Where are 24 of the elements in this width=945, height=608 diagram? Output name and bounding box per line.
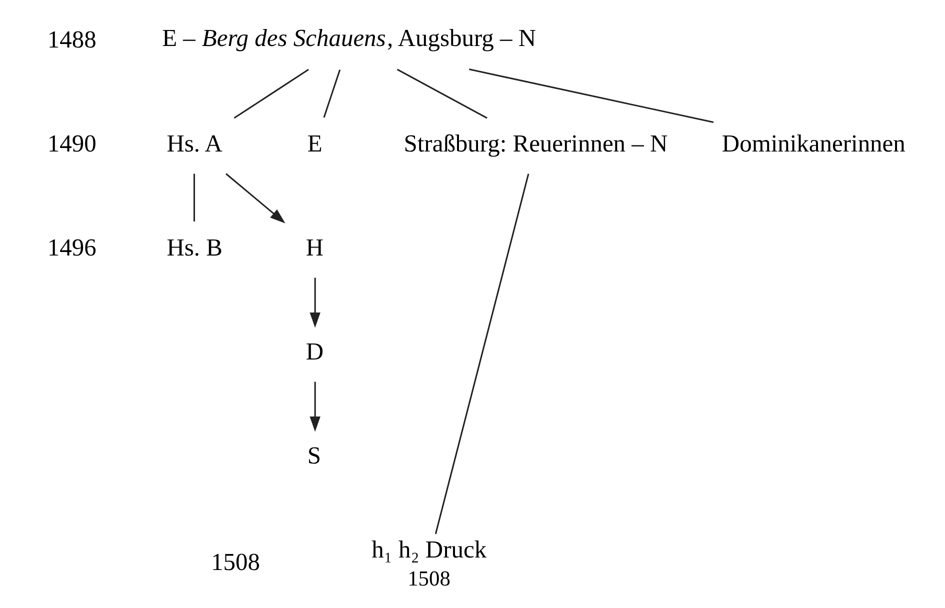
node-text: Hs. B	[166, 234, 222, 262]
label: 1490	[46, 130, 96, 158]
node-text: E	[306, 130, 322, 158]
node-text: H	[305, 234, 324, 262]
connector	[396, 68, 487, 119]
node-text: h₁ h₂ Druck	[371, 536, 486, 564]
connector	[322, 70, 340, 118]
connector	[434, 174, 529, 534]
arrow	[309, 382, 320, 432]
label: 1508	[210, 548, 260, 576]
label: 1488	[46, 26, 96, 54]
connector	[233, 68, 308, 119]
node-text: D	[305, 338, 324, 366]
node-text: E – Berg des Schauens, Augsburg – N	[162, 24, 536, 52]
label: 1496	[46, 234, 96, 262]
node-text: Straßburg: Reuerinnen – N	[403, 130, 668, 158]
node-text: S	[306, 442, 321, 470]
arrow	[309, 278, 320, 328]
node-text: Dominikanerinnen	[721, 130, 905, 158]
node-label: 1508	[407, 566, 450, 591]
connector	[192, 174, 194, 222]
node-text: Hs. A	[166, 130, 222, 158]
connector	[468, 68, 714, 124]
arrow	[225, 173, 285, 224]
